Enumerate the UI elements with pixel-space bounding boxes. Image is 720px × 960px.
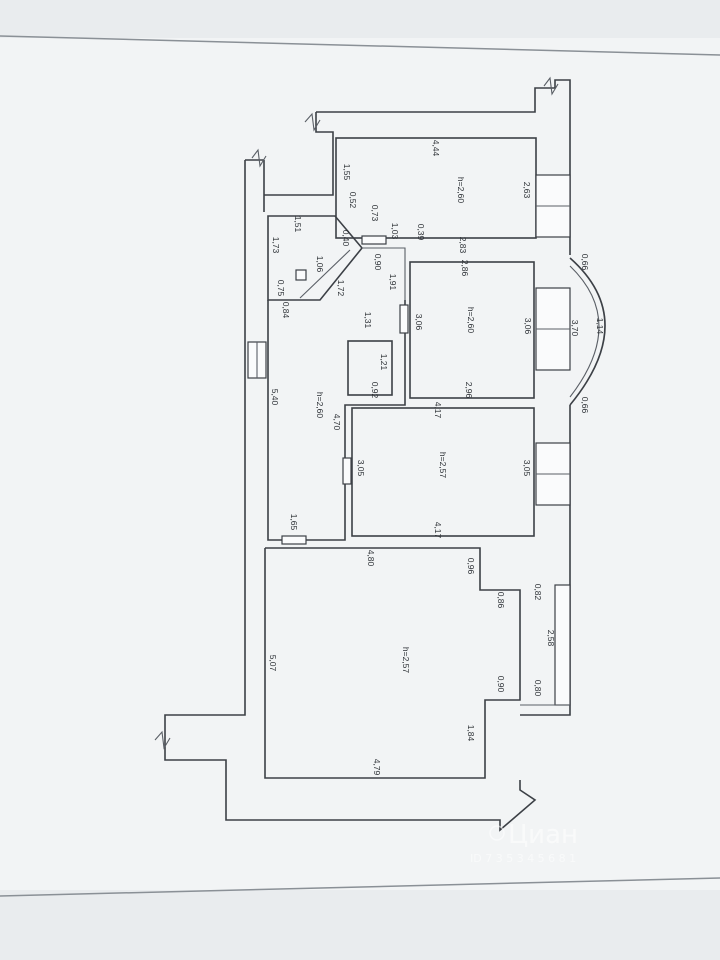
room-2-outline bbox=[409, 261, 535, 399]
dim-090-b: 0,90 bbox=[496, 676, 506, 693]
dim-040: 0,40 bbox=[341, 230, 351, 247]
dim-305-left: 3,05 bbox=[356, 460, 366, 477]
dim-306-left: 3,06 bbox=[414, 314, 424, 331]
height-room1: h=2,60 bbox=[456, 177, 466, 204]
living-room-outline bbox=[264, 547, 521, 779]
dim-305-right: 3,05 bbox=[522, 460, 532, 477]
paper-edge-top bbox=[0, 35, 720, 56]
dim-263: 2,63 bbox=[522, 182, 532, 199]
dim-165: 1,65 bbox=[289, 514, 299, 531]
dim-540: 5,40 bbox=[270, 389, 280, 406]
dim-258: 2,58 bbox=[546, 630, 556, 647]
dim-090: 0,90 bbox=[373, 254, 383, 271]
dim-073: 0,73 bbox=[370, 205, 380, 222]
cian-watermark: Циан ID 7 3 5 3 4 5 6 8 1 bbox=[470, 820, 578, 865]
dim-479: 4,79 bbox=[372, 759, 382, 776]
dim-039: 0,39 bbox=[416, 224, 426, 241]
dim-507: 5,07 bbox=[268, 655, 278, 672]
dim-191: 1,91 bbox=[388, 274, 398, 291]
dim-480: 4,80 bbox=[366, 550, 376, 567]
dim-286: 2,86 bbox=[460, 260, 470, 277]
dim-470: 4,70 bbox=[332, 414, 342, 431]
doors bbox=[281, 235, 409, 545]
bathroom-outline bbox=[267, 215, 364, 301]
dim-052: 0,52 bbox=[348, 192, 358, 209]
dim-086: 0,86 bbox=[496, 592, 506, 609]
dim-092: 0,92 bbox=[370, 382, 380, 399]
dim-283: 2,83 bbox=[458, 237, 468, 254]
dim-084: 0,84 bbox=[281, 302, 291, 319]
watermark-brand: Циан bbox=[508, 820, 578, 850]
dim-306-right: 3,06 bbox=[523, 318, 533, 335]
dim-top-444: 4,44 bbox=[431, 140, 441, 157]
dim-151: 1,51 bbox=[293, 216, 303, 233]
dim-066-top: 0,66 bbox=[580, 254, 590, 271]
dim-155: 1,55 bbox=[342, 164, 352, 181]
dim-096: 0,96 bbox=[466, 558, 476, 575]
bay-window bbox=[569, 257, 606, 406]
wall-break-markers bbox=[154, 76, 559, 750]
dim-131: 1,31 bbox=[363, 312, 373, 329]
bath-diagonal bbox=[299, 249, 351, 299]
dim-417-top: 4,17 bbox=[433, 402, 443, 419]
dim-184: 1,84 bbox=[466, 725, 476, 742]
dim-082: 0,82 bbox=[533, 584, 543, 601]
closet-outline bbox=[347, 340, 393, 396]
dim-114: 1,14 bbox=[595, 318, 605, 335]
height-hall: h=2,60 bbox=[315, 392, 325, 419]
dim-173: 1,73 bbox=[271, 237, 281, 254]
dim-080: 0,80 bbox=[533, 680, 543, 697]
dimension-labels: 4,44 1,55 h=2,60 2,63 0,52 0,73 1,03 0,39 2,83 1,… bbox=[268, 140, 605, 776]
height-room2: h=2,60 bbox=[466, 307, 476, 334]
paper-sheet bbox=[0, 38, 720, 890]
dim-172: 1,72 bbox=[336, 280, 346, 297]
paper-edge-bottom bbox=[0, 877, 720, 897]
dim-370: 3,70 bbox=[570, 320, 580, 337]
dim-417-bottom: 4,17 bbox=[433, 522, 443, 539]
height-room3: h=2,57 bbox=[438, 452, 448, 479]
dim-066-bottom: 0,66 bbox=[580, 397, 590, 414]
dim-121: 1,21 bbox=[379, 354, 389, 371]
corridor-outline bbox=[362, 247, 406, 300]
height-living: h=2,57 bbox=[401, 647, 411, 674]
dim-075: 0,75 bbox=[276, 280, 286, 297]
dim-103: 1,03 bbox=[390, 223, 400, 240]
room-3-outline bbox=[351, 407, 535, 537]
dim-106: 1,06 bbox=[315, 256, 325, 273]
windows bbox=[247, 174, 571, 706]
watermark-logo-icon bbox=[489, 825, 505, 841]
dim-296: 2,96 bbox=[464, 382, 474, 399]
watermark-id: ID 7 3 5 3 4 5 6 8 1 bbox=[470, 852, 576, 865]
